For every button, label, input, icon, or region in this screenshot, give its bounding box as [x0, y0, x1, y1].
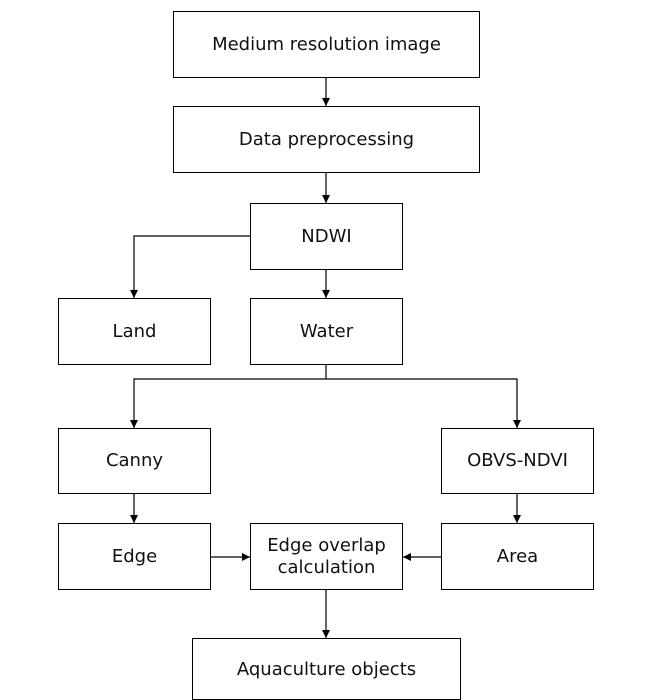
node-label: Water — [299, 320, 354, 342]
node-aquaculture-objects: Aquaculture objects — [192, 638, 461, 700]
node-ndwi: NDWI — [250, 203, 403, 270]
node-label-line-2: calculation — [277, 556, 376, 578]
node-label: Area — [496, 545, 539, 567]
node-label: Edge — [111, 545, 158, 567]
node-label: Land — [112, 320, 157, 342]
node-label: Canny — [105, 450, 164, 471]
edge-water-to-obvs — [326, 378, 521, 428]
node-edge-overlap-calculation: Edge overlap calculation — [250, 523, 403, 590]
node-label: Medium resolution image — [212, 33, 441, 55]
node-label: Data preprocessing — [238, 128, 415, 150]
node-land: Land — [58, 298, 211, 365]
node-label: OBVS-NDVI — [467, 450, 568, 471]
edge-water-to-canny — [130, 378, 326, 428]
node-canny: Canny — [58, 428, 211, 494]
node-label: NDWI — [301, 225, 352, 247]
node-label-line-1: Edge overlap — [267, 534, 386, 556]
node-data-preprocessing: Data preprocessing — [173, 106, 480, 173]
edge-ndwi-to-land — [130, 235, 250, 298]
node-water: Water — [250, 298, 403, 365]
node-label: Aquaculture objects — [236, 659, 417, 680]
node-area: Area — [441, 523, 594, 590]
node-obvs-ndvi: OBVS-NDVI — [441, 428, 594, 494]
node-medium-resolution-image: Medium resolution image — [173, 11, 480, 78]
node-edge: Edge — [58, 523, 211, 590]
